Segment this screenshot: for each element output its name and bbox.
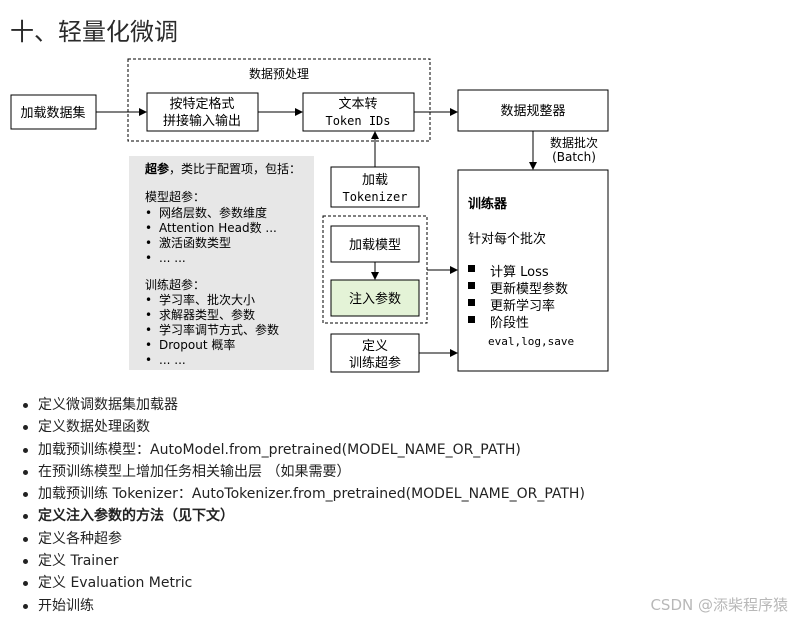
load-dataset-box <box>10 94 97 130</box>
load-tokenizer-box <box>330 166 420 208</box>
collator-box <box>457 89 609 132</box>
square-bullet-icon <box>468 282 475 289</box>
define-hyper-line1: 定义 <box>362 339 388 354</box>
list-item: 加载预训练 Tokenizer：AutoTokenizer.from_pretr… <box>20 483 585 505</box>
trainer-title: 训练器 <box>468 196 508 212</box>
preprocess-group-frame <box>127 58 431 142</box>
token-ids-line1: 文本转 <box>338 97 377 112</box>
load-model-label: 加载模型 <box>349 238 401 253</box>
watermark: CSDN @添柴程序猿 <box>650 596 788 614</box>
page-title: 十、轻量化微调 <box>10 18 178 46</box>
model-hyper-item: •激活函数类型 <box>145 235 231 250</box>
list-item: 加载预训练模型：AutoModel.from_pretrained(MODEL_… <box>20 439 585 461</box>
list-item: 开始训练 <box>20 595 585 617</box>
train-hyper-list: •学习率、批次大小 •求解器类型、参数 •学习率调节方式、参数 •Dropout… <box>145 292 279 367</box>
train-hyper-item: •Dropout 概率 <box>145 337 235 352</box>
inject-params-label: 注入参数 <box>349 291 401 307</box>
model-hyper-item: •Attention Head数 ... <box>145 220 277 235</box>
load-model-box <box>330 225 420 263</box>
list-item: 定义 Evaluation Metric <box>20 572 585 594</box>
format-line2: 拼接输入输出 <box>163 113 241 129</box>
hyperparameter-title: 超参，类比于配置项，包括： <box>144 161 301 176</box>
train-hyper-item: •学习率调节方式、参数 <box>145 322 279 337</box>
trainer-step: 更新学习率 <box>490 298 555 314</box>
hyperparameter-box <box>129 156 314 370</box>
train-hyper-item: •学习率、批次大小 <box>145 292 255 307</box>
trainer-per-batch: 针对每个批次 <box>468 231 546 247</box>
list-item: 定义数据处理函数 <box>20 416 585 438</box>
train-hyper-item: •求解器类型、参数 <box>145 307 255 322</box>
list-item: 定义各种超参 <box>20 528 585 550</box>
list-item: 定义注入参数的方法（见下文） <box>20 505 585 527</box>
define-hyper-line2: 训练超参 <box>349 355 401 371</box>
token-ids-line2: Token IDs <box>325 114 390 128</box>
format-box <box>146 92 259 132</box>
define-hyper-box <box>330 333 420 373</box>
load-dataset-label: 加载数据集 <box>20 105 85 121</box>
square-bullet-icon <box>468 265 475 272</box>
list-item: 定义 Trainer <box>20 550 585 572</box>
trainer-step: 阶段性 <box>490 316 529 331</box>
load-tokenizer-line2: Tokenizer <box>342 190 407 204</box>
trainer-step: 计算 Loss <box>490 265 549 280</box>
format-line1: 按特定格式 <box>169 96 234 112</box>
steps-list: 定义微调数据集加载器 定义数据处理函数 加载预训练模型：AutoModel.fr… <box>20 394 585 617</box>
load-tokenizer-line1: 加载 <box>362 173 388 188</box>
flow-arrows <box>96 108 537 357</box>
model-hyper-item: •... ... <box>145 251 186 265</box>
trainer-substep: eval,log,save <box>488 335 574 348</box>
inject-params-box <box>330 279 420 317</box>
fine-tuning-diagram: 数据预处理 加载数据集 按特定格式 拼接输入输出 文本转 Token IDs 数… <box>10 58 609 373</box>
square-bullet-icon <box>468 316 475 323</box>
preprocess-group-label: 数据预处理 <box>249 66 309 81</box>
list-item: 在预训练模型上增加任务相关输出层 （如果需要） <box>20 461 585 483</box>
model-hyper-list: •网络层数、参数维度 •Attention Head数 ... •激活函数类型 … <box>145 205 277 265</box>
batch-line1: 数据批次 <box>550 135 598 150</box>
model-hyper-heading: 模型超参： <box>145 189 205 204</box>
train-hyper-item: •... ... <box>145 353 186 367</box>
trainer-box <box>457 169 609 372</box>
collator-label: 数据规整器 <box>500 104 565 119</box>
model-hyper-item: •网络层数、参数维度 <box>145 205 267 220</box>
square-bullet-icon <box>468 299 475 306</box>
list-item: 定义微调数据集加载器 <box>20 394 585 416</box>
trainer-steps: 计算 Loss 更新模型参数 更新学习率 阶段性 <box>468 265 568 331</box>
train-hyper-heading: 训练超参： <box>145 277 205 292</box>
batch-line2: (Batch) <box>552 150 596 164</box>
trainer-step: 更新模型参数 <box>490 281 568 297</box>
